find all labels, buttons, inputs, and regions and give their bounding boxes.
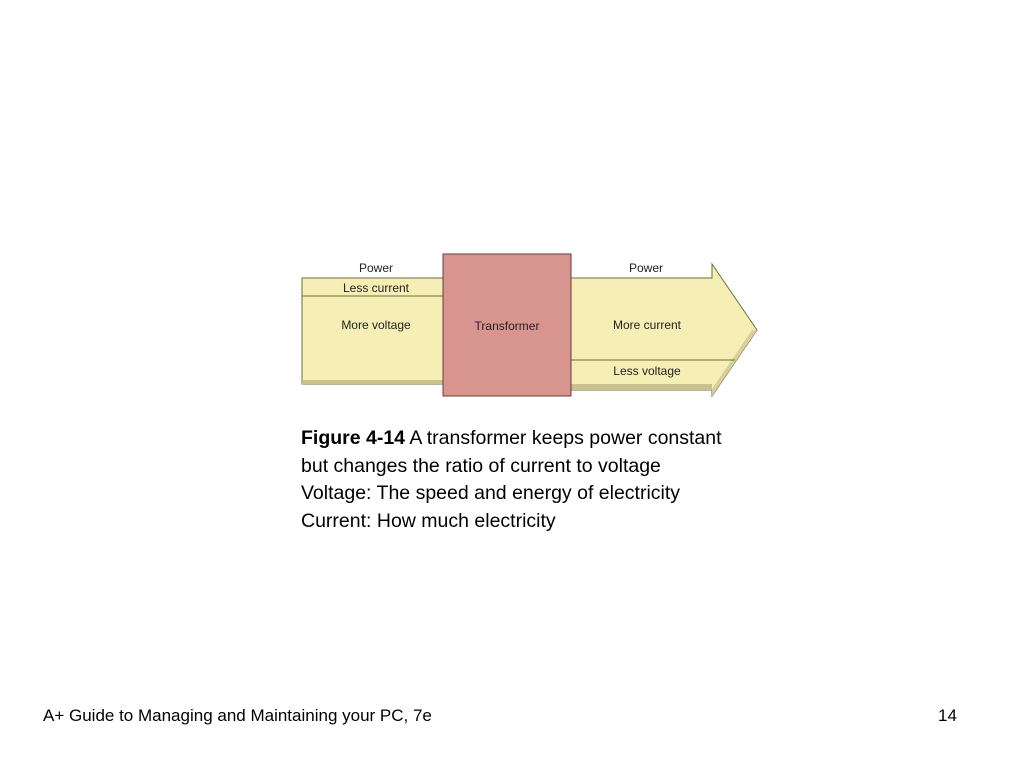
figure-caption: Figure 4-14 A transformer keeps power co… bbox=[301, 425, 821, 535]
input-power-label: Power bbox=[359, 261, 393, 275]
footer-book-title: A+ Guide to Managing and Maintaining you… bbox=[43, 706, 432, 725]
caption-line-1-text: A transformer keeps power constant bbox=[405, 427, 722, 449]
input-current-label: Less current bbox=[343, 281, 410, 295]
input-voltage-label: More voltage bbox=[341, 318, 411, 332]
page-number: 14 bbox=[938, 706, 957, 725]
input-band-shadow bbox=[302, 380, 444, 384]
figure-number: Figure 4-14 bbox=[301, 427, 406, 449]
output-power-label: Power bbox=[629, 261, 663, 275]
output-voltage-label: Less voltage bbox=[613, 364, 681, 378]
output-arrow-tip-shadow bbox=[712, 330, 757, 396]
transformer-box bbox=[442, 253, 572, 397]
caption-line-1: Figure 4-14 A transformer keeps power co… bbox=[301, 425, 821, 453]
output-current-label: More current bbox=[613, 318, 682, 332]
caption-line-3: Voltage: The speed and energy of electri… bbox=[301, 482, 681, 504]
transformer-label: Transformer bbox=[475, 319, 540, 333]
caption-line-2: but changes the ratio of current to volt… bbox=[301, 454, 661, 477]
output-arrow-shadow bbox=[570, 384, 712, 390]
caption-line-4: Current: How much electricity bbox=[301, 509, 556, 532]
